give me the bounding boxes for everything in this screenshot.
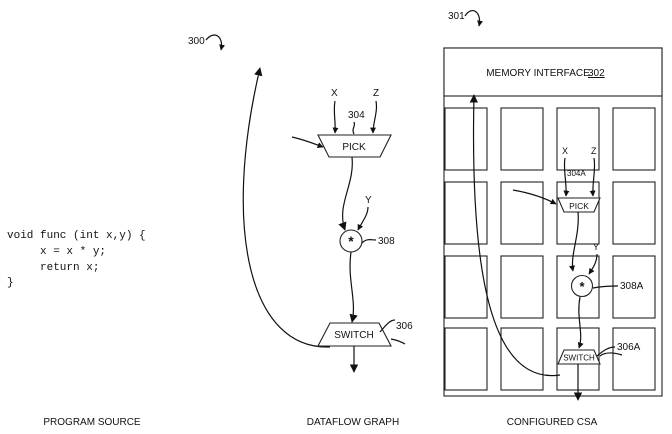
csa-feedback-arrow (469, 94, 561, 377)
csa-tile (500, 255, 544, 319)
dataflow-pick-label: PICK (342, 142, 366, 153)
csa-tile (500, 107, 544, 171)
code-line-4: } (7, 277, 14, 289)
caption-configured-csa: CONFIGURED CSA (507, 417, 598, 428)
dataflow-input-y: Y (365, 195, 372, 206)
csa-mult-label: * (579, 279, 585, 294)
csa-pick-node (557, 197, 601, 213)
csa-mult-to-switch-arrow (577, 296, 584, 349)
caption-program-source: PROGRAM SOURCE (43, 417, 141, 428)
csa-switch-control (599, 352, 623, 357)
csa-switch-node (557, 349, 601, 365)
csa-tile-grid (444, 107, 656, 391)
dataflow-z-arrow (370, 100, 378, 134)
dataflow-input-x: X (331, 88, 338, 99)
csa-mult-node (570, 274, 594, 298)
ref-306-label: 306 (396, 321, 413, 332)
ref-304-leader (352, 121, 356, 135)
csa-input-y: Y (593, 242, 599, 252)
dataflow-input-z: Z (373, 88, 379, 99)
code-line-3: return x; (7, 262, 99, 274)
memory-interface-block (443, 47, 663, 97)
memory-interface-number: 302 (588, 68, 605, 79)
ref-308-leader (361, 239, 377, 244)
csa-switch-label: SWITCH (563, 354, 595, 363)
ref-306a-leader (596, 346, 616, 357)
dataflow-pick-control-arrow (291, 136, 324, 148)
csa-tile (500, 327, 544, 391)
csa-tile (612, 107, 656, 171)
csa-tile (444, 327, 488, 391)
dataflow-feedback-arrow (242, 67, 331, 348)
ref-304a-label: 304A (567, 169, 586, 178)
csa-x-arrow (563, 157, 570, 197)
ref-308-label: 308 (378, 236, 395, 247)
code-line-2: x = x * y; (7, 246, 106, 258)
csa-tile (444, 181, 488, 245)
dataflow-x-arrow (332, 100, 339, 134)
ref-301-arrow (464, 10, 484, 27)
code-line-1: void func (int x,y) { (7, 230, 146, 242)
dataflow-switch-node (317, 322, 392, 347)
program-source-code: void func (int x,y) { x = x * y; return … (7, 230, 146, 289)
csa-pick-label: PICK (569, 201, 589, 211)
csa-tile (612, 181, 656, 245)
ref-308a-leader (592, 285, 619, 289)
dataflow-switch-control (390, 338, 406, 345)
csa-y-arrow (588, 253, 598, 275)
dataflow-pick-to-mult-arrow (338, 156, 353, 231)
csa-pick-to-mult-arrow (569, 211, 579, 272)
ref-306-leader (379, 319, 396, 333)
csa-input-x: X (562, 146, 568, 156)
dataflow-pick-node (317, 134, 392, 158)
ref-304-label: 304 (348, 110, 365, 121)
ref-301-label: 301 (448, 11, 465, 22)
dataflow-mult-to-switch-arrow (349, 251, 358, 323)
dataflow-switch-label: SWITCH (334, 330, 373, 341)
caption-dataflow-graph: DATAFLOW GRAPH (307, 417, 399, 428)
csa-tile (444, 255, 488, 319)
ref-306a-label: 306A (617, 342, 641, 353)
csa-tile (444, 107, 488, 171)
csa-tile (612, 255, 656, 319)
csa-z-arrow (589, 157, 596, 197)
ref-300-label: 300 (188, 36, 205, 47)
csa-pick-control-arrow (512, 189, 557, 205)
csa-tile (556, 107, 600, 171)
ref-308a-label: 308A (620, 281, 644, 292)
csa-tile (612, 327, 656, 391)
memory-interface-label: MEMORY INTERFACE (486, 68, 590, 79)
csa-input-z: Z (591, 146, 597, 156)
dataflow-y-arrow (357, 206, 369, 231)
ref-300-arrow (205, 34, 226, 51)
dataflow-mult-label: * (348, 233, 354, 249)
